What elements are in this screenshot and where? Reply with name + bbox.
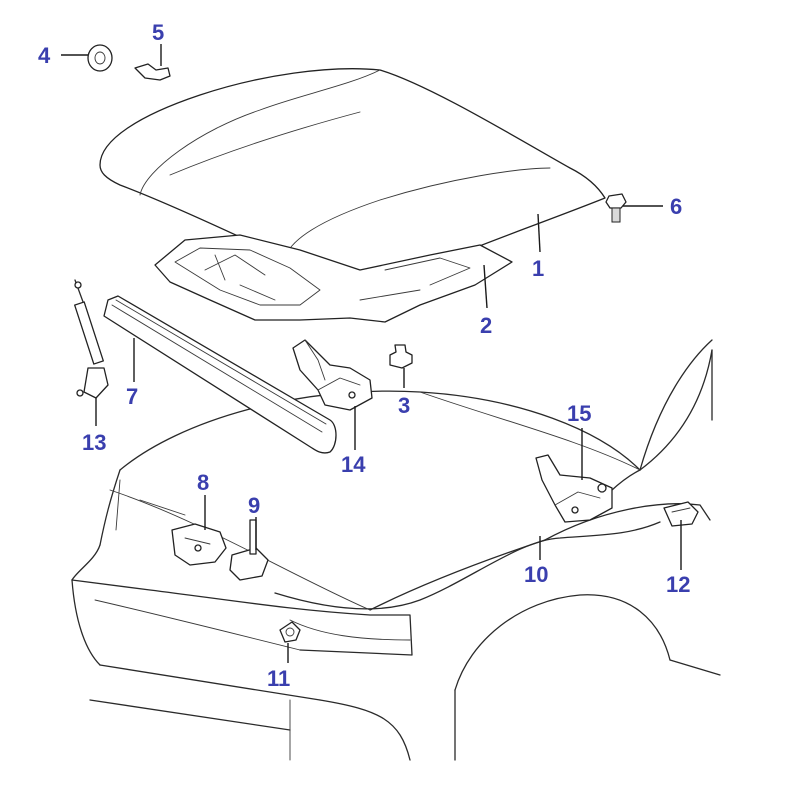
hood-bumper-stop [389, 344, 413, 369]
hood-panel [99, 68, 606, 303]
car-body [71, 339, 721, 761]
hood-release-cable [274, 521, 661, 610]
callout-3: 3 [398, 393, 410, 418]
callout-12: 12 [666, 572, 690, 597]
hood-gas-strut [74, 279, 109, 399]
callout-2: 2 [480, 313, 492, 338]
callout-1: 1 [532, 256, 544, 281]
callout-labels: 1 2 3 4 5 6 7 8 9 10 11 12 13 14 15 [38, 20, 690, 691]
callout-10: 10 [524, 562, 548, 587]
callout-14: 14 [341, 452, 366, 477]
hood-hinge-left [292, 339, 373, 411]
hood-seal-strip [103, 295, 337, 454]
callout-13: 13 [82, 430, 106, 455]
callout-5: 5 [152, 20, 164, 45]
callout-9: 9 [248, 493, 260, 518]
hood-hinge-right [535, 454, 613, 523]
callout-8: 8 [197, 470, 209, 495]
retaining-clip [134, 63, 171, 81]
hood-bolt [605, 193, 627, 223]
cable-clip [279, 621, 301, 643]
callout-6: 6 [670, 194, 682, 219]
callout-15: 15 [567, 401, 591, 426]
callout-11: 11 [267, 666, 290, 691]
safety-catch [229, 519, 269, 581]
hood-release-handle [663, 501, 699, 527]
hood-latch [171, 523, 227, 566]
callout-7: 7 [126, 384, 138, 409]
callout-4: 4 [38, 43, 51, 68]
leader-lines [61, 44, 682, 663]
grommet [87, 44, 113, 72]
hood-inner-frame [154, 234, 513, 323]
